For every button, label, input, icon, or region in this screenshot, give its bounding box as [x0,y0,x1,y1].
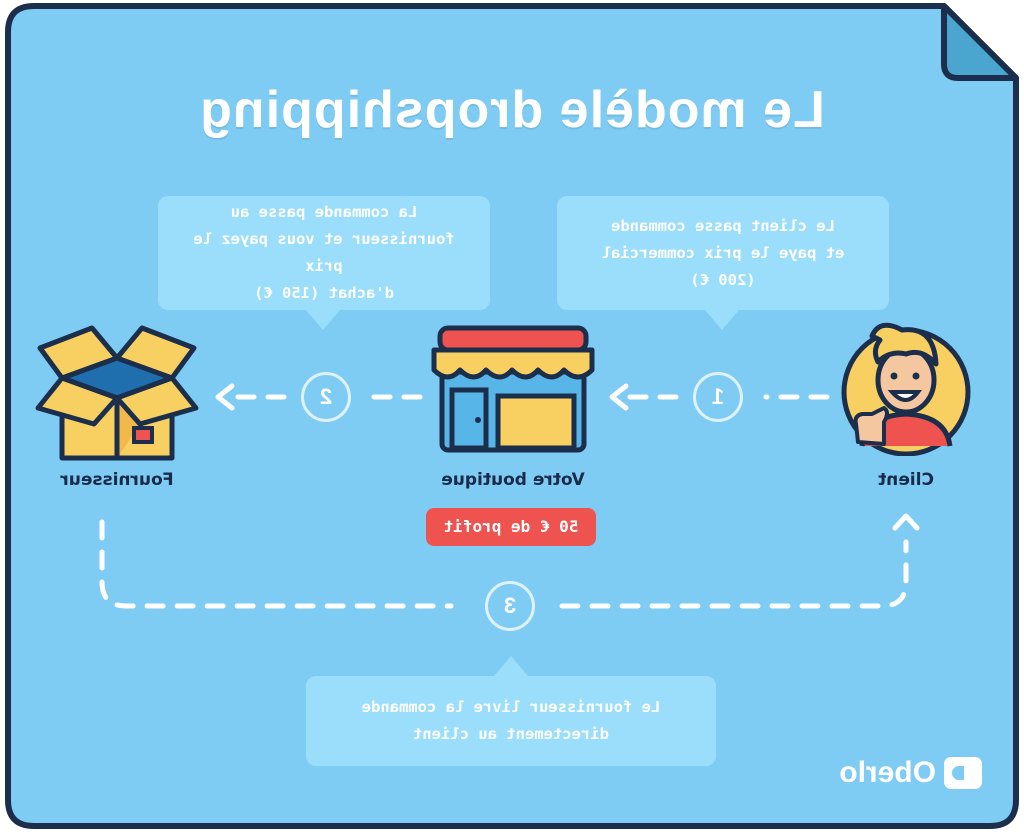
step-2-badge: 2 [301,372,351,422]
arrow-fournisseur-to-client-dash [559,539,909,609]
step-3-badge: 3 [485,581,535,631]
oberlo-logo-text: Oberlo [839,756,936,789]
arrow-fournisseur-to-client [99,519,454,609]
oberlo-logo-icon [944,757,982,789]
arrow-fournisseur-to-client-head [892,513,920,531]
label-fournisseur: Fournisseur [60,470,174,490]
supplier-box-icon [35,325,199,461]
client-icon [841,322,971,456]
shop-icon [431,325,595,453]
arrow-client-to-boutique-head [609,383,629,411]
label-boutique: Votre boutique [441,470,585,490]
folded-corner [941,3,1019,81]
oberlo-logo: Oberlo [839,756,982,790]
label-client: Client [878,470,934,490]
arrow-boutique-to-fournisseur-head [215,383,235,411]
step-1-badge: 1 [693,372,743,422]
profit-badge: 50 € de profit [426,508,596,546]
